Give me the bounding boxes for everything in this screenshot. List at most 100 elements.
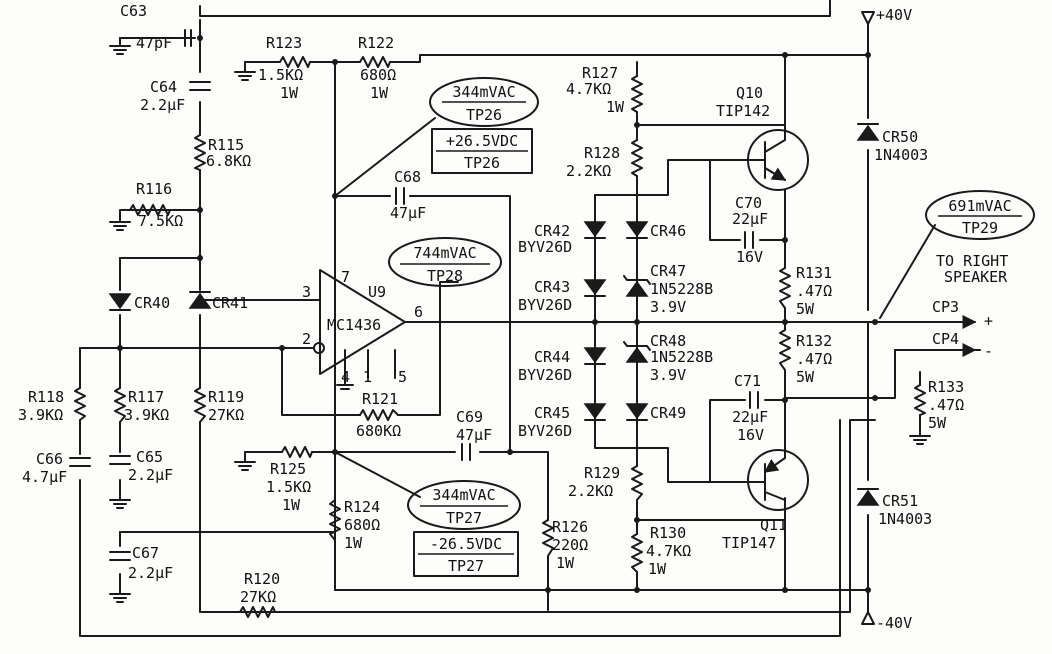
pin-1: 1 (363, 368, 372, 386)
cr48-ref: CR48 (650, 332, 686, 350)
output-labels: CP3 + CP4 - TO RIGHT SPEAKER (932, 252, 1008, 360)
q11-part: TIP147 (722, 534, 776, 552)
c70-value: 22µF (732, 210, 768, 228)
tp29-label: TP29 (962, 219, 998, 237)
cr51-part: 1N4003 (878, 510, 932, 528)
capacitor-symbols (69, 29, 759, 561)
capacitor-labels: C63 47pF C64 2.2µF C68 47µF C70 22µF 16V… (22, 2, 768, 582)
r122-value: 680Ω (360, 66, 396, 84)
cr46-ref: CR46 (650, 222, 686, 240)
tp28-label: TP28 (427, 267, 463, 285)
r131-rating: 5W (796, 300, 815, 318)
pin-3: 3 (302, 283, 311, 301)
pin-2: 2 (302, 330, 311, 348)
output-arrows (874, 315, 977, 357)
pin-5: 5 (398, 368, 407, 386)
cr43-part: BYV26D (518, 296, 572, 314)
cr44-ref: CR44 (534, 348, 570, 366)
cr42-ref: CR42 (534, 222, 570, 240)
tp28-value: 744mVAC (413, 244, 476, 262)
r119-value: 27KΩ (208, 406, 244, 424)
r131-value: .47Ω (796, 282, 832, 300)
opamp-labels: U9 MC1436 3 2 7 6 4 1 5 (302, 268, 423, 386)
r115-value: 6.8KΩ (206, 152, 251, 170)
cp4-sign: - (984, 342, 993, 360)
tp28-bubble: 744mVAC TP28 (388, 237, 502, 287)
c67-value: 2.2µF (128, 564, 173, 582)
rail-labels: +40V -40V (876, 6, 912, 632)
speaker-label-2: SPEAKER (944, 268, 1008, 286)
q11-ref: Q11 (760, 516, 787, 534)
r132-ref: R132 (796, 332, 832, 350)
r132-rating: 5W (796, 368, 815, 386)
r133-value: .47Ω (928, 396, 964, 414)
q10-ref: Q10 (736, 84, 763, 102)
r125-rating: 1W (282, 496, 301, 514)
tp27-ac-label: TP27 (446, 509, 482, 527)
cr45-part: BYV26D (518, 422, 572, 440)
c63-value: 47pF (136, 34, 172, 52)
tp27-dc-label: TP27 (448, 557, 484, 575)
q10-part: TIP142 (716, 102, 770, 120)
cr51-ref: CR51 (882, 492, 918, 510)
r122-ref: R122 (358, 34, 394, 52)
c70-ref: C70 (735, 194, 762, 212)
junctions (117, 35, 878, 593)
cr43-ref: CR43 (534, 278, 570, 296)
cp3-sign: + (984, 312, 993, 330)
r125-ref: R125 (270, 460, 306, 478)
c68-value: 47µF (390, 204, 426, 222)
opamp-u9 (313, 269, 406, 375)
tp27-dc-value: -26.5VDC (430, 535, 502, 553)
resistor-symbols (74, 56, 926, 618)
r130-value: 4.7KΩ (646, 542, 691, 560)
c66-ref: C66 (36, 450, 63, 468)
r118-ref: R118 (28, 388, 64, 406)
r124-rating: 1W (344, 534, 363, 552)
tp27-ac-value: 344mVAC (432, 486, 495, 504)
cr48-rating: 3.9V (650, 366, 686, 384)
cr44-part: BYV26D (518, 366, 572, 384)
r120-value: 27KΩ (240, 588, 276, 606)
ground-symbols (109, 37, 931, 603)
r129-ref: R129 (584, 464, 620, 482)
transistor-labels: Q10 TIP142 Q11 TIP147 (716, 84, 787, 552)
tp29-value: 691mVAC (948, 197, 1011, 215)
c70-rating: 16V (736, 248, 763, 266)
r116-ref: R116 (136, 180, 172, 198)
r122-rating: 1W (370, 84, 389, 102)
r131-ref: R131 (796, 264, 832, 282)
cr42-part: BYV26D (518, 238, 572, 256)
tp26-dc-label: TP26 (464, 154, 500, 172)
c63-ref: C63 (120, 2, 147, 20)
c71-value: 22µF (732, 408, 768, 426)
cp4-label: CP4 (932, 330, 959, 348)
r120-ref: R120 (244, 570, 280, 588)
r133-ref: R133 (928, 378, 964, 396)
q10-symbol (744, 129, 809, 191)
c69-ref: C69 (456, 408, 483, 426)
r118-value: 3.9KΩ (18, 406, 63, 424)
cp3-label: CP3 (932, 298, 959, 316)
cr45-ref: CR45 (534, 404, 570, 422)
r127-ref: R127 (582, 64, 618, 82)
cr40-ref: CR40 (134, 294, 170, 312)
u9-ref: U9 (368, 283, 386, 301)
r119-ref: R119 (208, 388, 244, 406)
c64-ref: C64 (150, 78, 177, 96)
r127-value: 4.7KΩ (566, 80, 611, 98)
r116-value: 7.5KΩ (138, 212, 183, 230)
r124-ref: R124 (344, 498, 380, 516)
r127-rating: 1W (606, 98, 625, 116)
r125-value: 1.5KΩ (266, 478, 311, 496)
r117-ref: R117 (128, 388, 164, 406)
u9-part: MC1436 (327, 316, 381, 334)
diode-symbols (108, 123, 880, 506)
r132-value: .47Ω (796, 350, 832, 368)
c64-value: 2.2µF (140, 96, 185, 114)
r133-rating: 5W (928, 414, 947, 432)
resistor-labels: R123 1.5KΩ 1W R122 680Ω 1W R115 6.8KΩ R1… (18, 34, 964, 606)
c71-rating: 16V (737, 426, 764, 444)
r130-rating: 1W (648, 560, 667, 578)
cr41-ref: CR41 (212, 294, 248, 312)
